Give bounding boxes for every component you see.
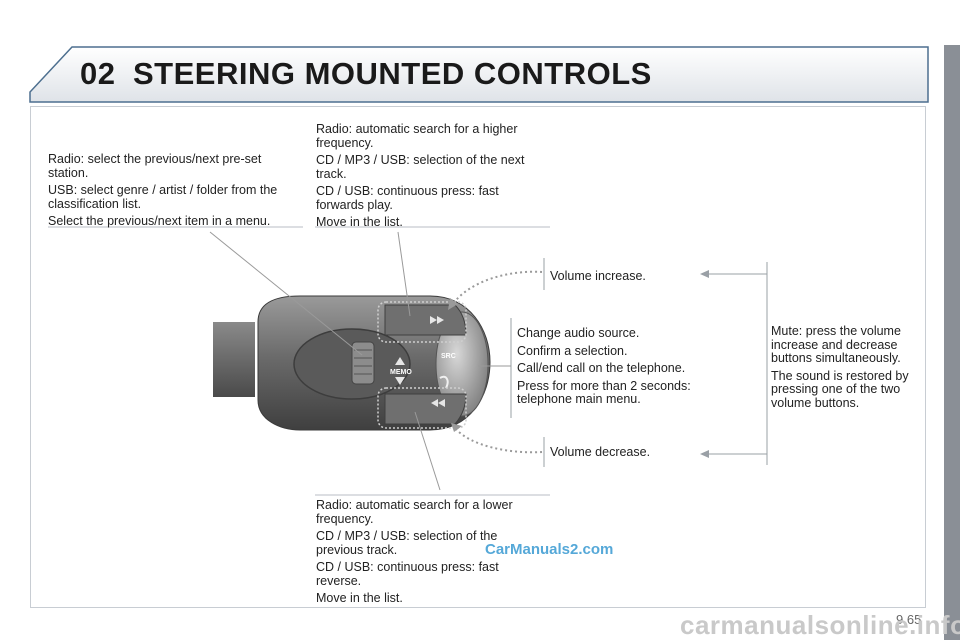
content-box	[30, 106, 926, 608]
label-center-top-line: CD / USB: continuous press: fast forward…	[316, 184, 499, 212]
watermark-logo: CarManuals2.com	[485, 541, 614, 558]
label-center-top-line: Move in the list.	[316, 215, 403, 229]
page-edge-bar	[944, 45, 960, 640]
src-cap	[435, 311, 489, 417]
watermark-bottom: carmanualsonline.info	[680, 610, 960, 640]
label-left-top-line: Select the previous/next item in a menu.	[48, 214, 271, 228]
phone-icon	[439, 375, 449, 389]
page-title: STEERING MOUNTED CONTROLS	[133, 56, 652, 91]
stalk-base	[213, 322, 255, 397]
label-volume-decrease: Volume decrease.	[550, 445, 651, 459]
page-number: 9.65	[896, 612, 922, 627]
label-center-top-line: Radio: automatic search for a higher fre…	[316, 122, 518, 150]
volume-increase-arc	[451, 270, 543, 306]
label-left-top-line: Radio: select the previous/next pre-set …	[48, 152, 262, 180]
label-center-bottom-line: Move in the list.	[316, 591, 403, 605]
label-center-top-line: CD / MP3 / USB: selection of the next tr…	[316, 153, 525, 181]
leader-center-top	[397, 231, 411, 317]
leader-center-bottom	[414, 411, 441, 491]
src-text: SRC	[441, 353, 456, 360]
memo-text: MEMO	[390, 369, 412, 376]
label-left-top-line: USB: select genre / artist / folder from…	[48, 183, 278, 211]
label-center-mid: Change audio source. Confirm a selection…	[517, 326, 707, 411]
label-center-mid-line: Press for more than 2 seconds: telephone…	[517, 378, 691, 406]
label-center-mid-line: Change audio source.	[517, 326, 640, 340]
label-center-bottom-line: Radio: automatic search for a lower freq…	[316, 498, 513, 526]
label-volume-increase: Volume increase.	[550, 269, 646, 283]
leader-left-top	[209, 231, 363, 356]
label-center-mid-line: Confirm a selection.	[517, 343, 628, 358]
volume-decrease-arc	[454, 427, 543, 454]
label-center-bottom-line: CD / USB: continuous press: fast reverse…	[316, 560, 499, 588]
label-center-mid-line: Call/end call on the telephone.	[517, 361, 686, 375]
label-right-mute-line: The sound is restored by pressing one of…	[771, 368, 909, 410]
label-center-bottom: Radio: automatic search for a lower freq…	[316, 498, 536, 610]
label-right-mute: Mute: press the volume increase and decr…	[771, 324, 921, 414]
label-left-top: Radio: select the previous/next pre-set …	[48, 152, 303, 233]
previous-track-button	[384, 393, 467, 425]
label-right-mute-line: Mute: press the volume increase and decr…	[771, 324, 901, 365]
label-center-top: Radio: automatic search for a higher fre…	[316, 122, 546, 234]
chapter-number: 02	[80, 56, 116, 91]
label-center-bottom-line: CD / MP3 / USB: selection of the previou…	[316, 529, 498, 557]
header-frame	[29, 46, 929, 103]
